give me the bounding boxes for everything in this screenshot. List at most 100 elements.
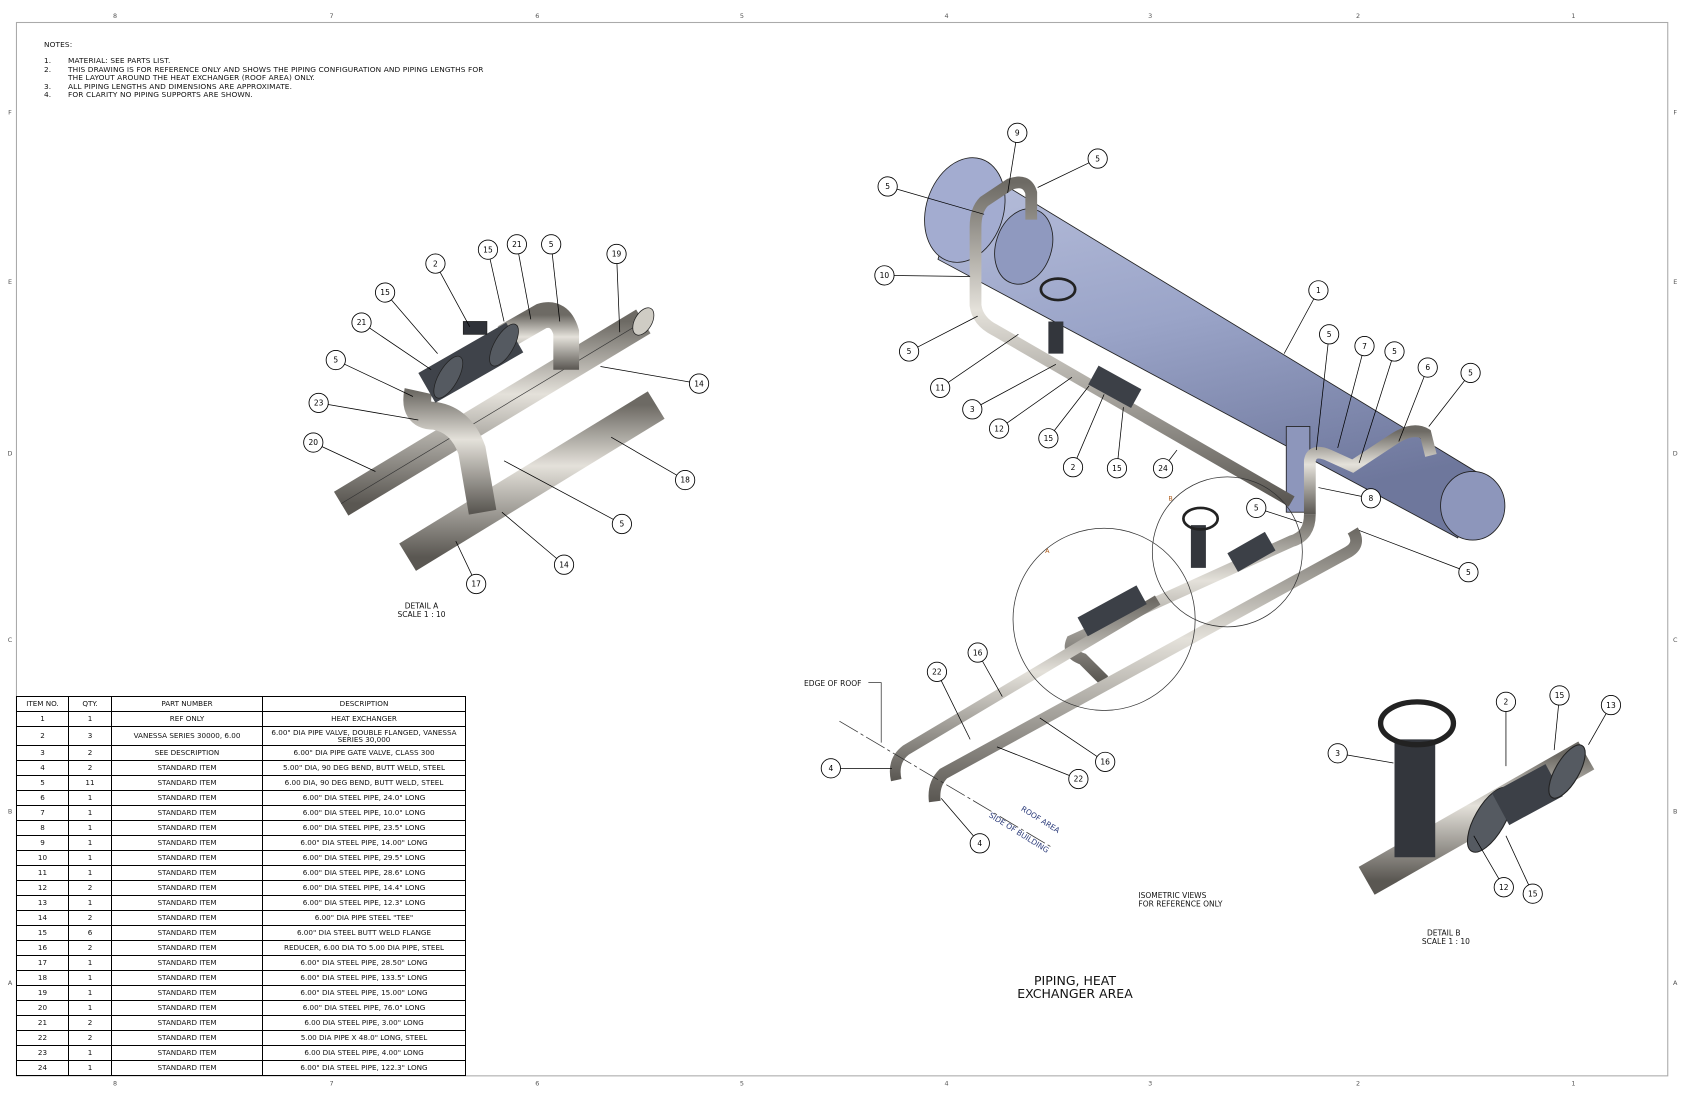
qty-cell: 1 [68, 1000, 112, 1016]
balloon-circle [303, 432, 324, 453]
qty-cell: 2 [68, 745, 112, 761]
heat-exchanger [924, 157, 1506, 541]
qty-cell: 2 [68, 910, 112, 926]
description-cell: 6.00" DIA STEEL PIPE, 12.3" LONG [262, 895, 466, 911]
leader-line [439, 271, 471, 328]
balloon-number: 5 [333, 356, 338, 365]
col-qty: QTY. [68, 696, 112, 712]
balloon-circle [877, 176, 898, 197]
balloon-number: 5 [1466, 568, 1471, 577]
item-no-cell: 10 [16, 850, 69, 866]
description-cell: 6.00" DIA PIPE STEEL "TEE" [262, 910, 466, 926]
balloon-circle [675, 469, 696, 491]
description-cell: REDUCER, 6.00 DIA TO 5.00 DIA PIPE, STEE… [262, 940, 466, 956]
leader-line [1398, 376, 1425, 442]
balloon-number: 5 [907, 347, 912, 356]
leader-line [947, 334, 1019, 383]
leader-line [1283, 298, 1315, 354]
part-number-cell: STANDARD ITEM [111, 895, 263, 911]
leader-line [996, 746, 1070, 776]
part-number-cell: STANDARD ITEM [111, 1000, 263, 1016]
balloon-circle [1458, 562, 1479, 583]
part-number-cell: STANDARD ITEM [111, 865, 263, 881]
part-number-cell: STANDARD ITEM [111, 835, 263, 851]
balloon-circle [1460, 362, 1481, 383]
balloon-number: 13 [1606, 701, 1616, 710]
piping-network [839, 176, 1437, 847]
balloon-number: 24 [1158, 464, 1168, 473]
balloon-number: 4 [977, 839, 982, 848]
balloon-circle [926, 661, 948, 682]
leader-line [1318, 487, 1362, 497]
qty-cell: 3 [68, 726, 112, 746]
note-item: 2.THIS DRAWING IS FOR REFERENCE ONLY AND… [44, 64, 484, 83]
qty-cell: 1 [68, 1060, 112, 1076]
col-description: DESCRIPTION [262, 696, 466, 712]
description-cell: HEAT EXCHANGER [262, 711, 466, 727]
leader-line [894, 275, 971, 277]
detail-b-scale: SCALE 1 : 10 [1422, 937, 1470, 946]
balloon-circle [962, 399, 983, 420]
qty-cell: 1 [68, 835, 112, 851]
part-number-cell: STANDARD ITEM [111, 955, 263, 971]
part-number-cell: REF ONLY [111, 711, 263, 727]
balloon-number: 15 [483, 245, 493, 254]
drawing-title: PIPING, HEAT EXCHANGER AREA [1017, 973, 1133, 1001]
balloon-circle [1068, 768, 1089, 790]
description-cell: 6.00" DIA STEEL PIPE, 14.00" LONG [262, 835, 466, 851]
leader-line [940, 798, 974, 837]
item-no-cell: 12 [16, 880, 69, 896]
leader-line [980, 364, 1057, 406]
balloon-number: 12 [994, 424, 1004, 433]
balloon-number: 16 [973, 648, 983, 657]
leader-line [1053, 385, 1090, 431]
leader-line [610, 436, 677, 476]
zone-row-label: A [1673, 979, 1678, 987]
balloon-number: 5 [1468, 369, 1473, 378]
notes-block: NOTES: 1.MATERIAL: SEE PARTS LIST. 2.THI… [44, 40, 488, 99]
item-no-cell: 4 [16, 760, 69, 776]
part-number-cell: SEE DESCRIPTION [111, 745, 263, 761]
leader-line [369, 327, 432, 371]
balloon-circle [688, 373, 710, 394]
balloon-number: 6 [1425, 363, 1430, 372]
part-number-cell: STANDARD ITEM [111, 1015, 263, 1031]
item-no-cell: 5 [16, 775, 69, 791]
zone-row-label: A [8, 979, 13, 987]
leader-line [1473, 835, 1500, 880]
qty-cell: 1 [68, 985, 112, 1001]
zone-row-label: E [1673, 278, 1677, 286]
item-no-cell: 6 [16, 790, 69, 806]
leader-line [616, 263, 621, 333]
balloon-number: 20 [309, 438, 319, 447]
part-number-cell: STANDARD ITEM [111, 970, 263, 986]
leader-line [1037, 162, 1090, 188]
balloon-circle [425, 253, 446, 274]
description-cell: 6.00" DIA STEEL PIPE, 10.0" LONG [262, 805, 466, 821]
balloon-circle [351, 312, 372, 333]
leader-line [344, 363, 414, 397]
isometric-note-1: ISOMETRIC VIEWS [1138, 891, 1206, 900]
balloon-number: 8 [1369, 494, 1374, 503]
item-no-cell: 21 [16, 1015, 69, 1031]
leader-line [328, 404, 419, 421]
balloon-number: 5 [1254, 504, 1259, 513]
balloon-number: 14 [694, 379, 704, 388]
part-number-cell: STANDARD ITEM [111, 985, 263, 1001]
leader-line [503, 460, 614, 520]
balloon-number: 11 [935, 384, 945, 393]
balloon-circle [1522, 883, 1543, 904]
balloon-number: 21 [357, 318, 367, 327]
item-no-cell: 22 [16, 1030, 69, 1046]
zone-column-label: 3 [1148, 1079, 1152, 1087]
